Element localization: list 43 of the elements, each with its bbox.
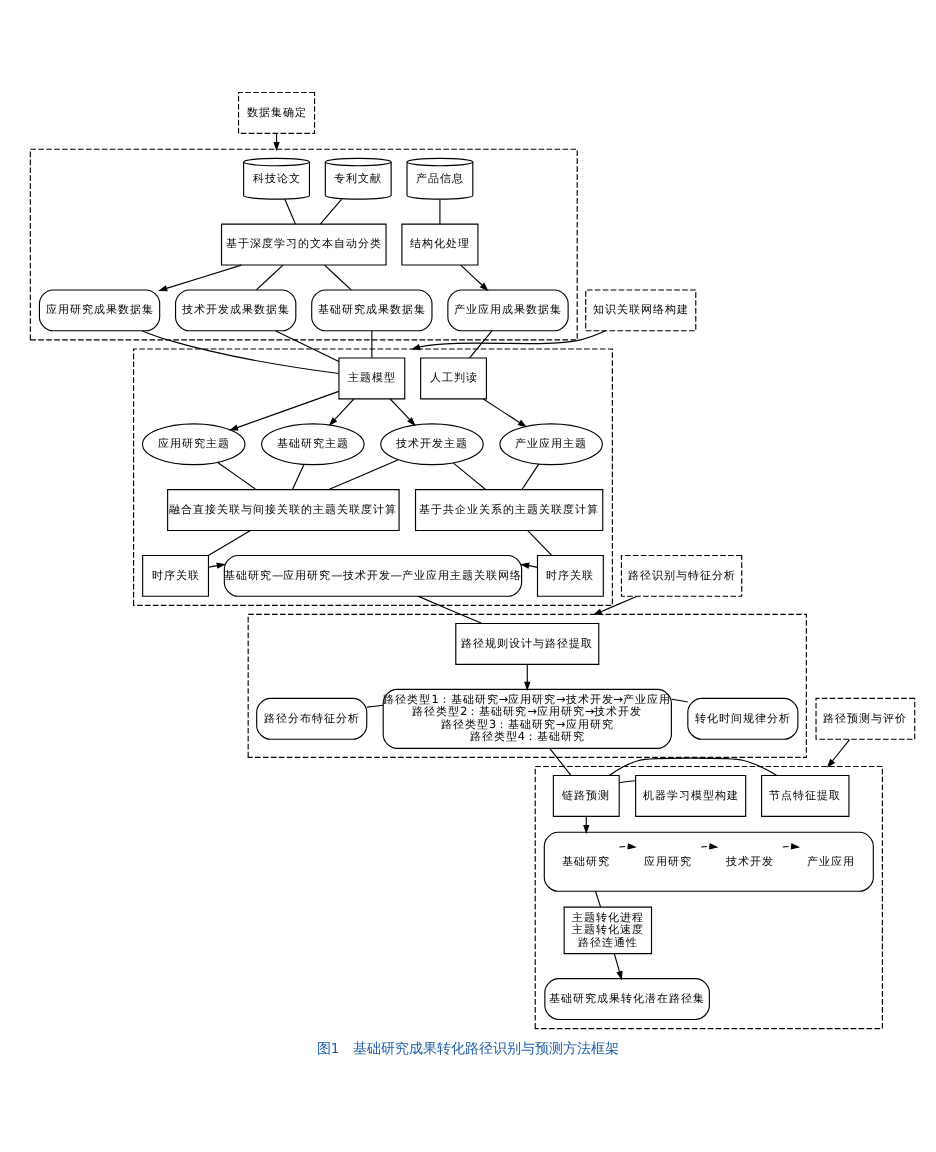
connector (521, 462, 540, 489)
connector (275, 329, 340, 361)
cluster (534, 764, 883, 1029)
connector (328, 458, 399, 490)
connector (141, 329, 340, 374)
connector (671, 697, 689, 702)
arrow (592, 594, 638, 615)
arrow (460, 263, 489, 291)
connector (549, 747, 572, 775)
arrow (826, 738, 851, 767)
arrow (389, 397, 416, 425)
arrow (782, 842, 801, 849)
arrow (229, 389, 340, 430)
connector (324, 263, 352, 290)
cluster (133, 347, 613, 605)
connector (284, 197, 297, 224)
connector (366, 703, 384, 707)
connector (439, 197, 441, 224)
connector (291, 462, 305, 489)
arrow (482, 397, 527, 427)
connector (609, 756, 778, 775)
connector (469, 329, 493, 358)
arrow (158, 263, 242, 291)
connector (452, 461, 487, 490)
cluster (247, 612, 807, 757)
connector (527, 529, 553, 555)
cluster (29, 147, 578, 340)
cluster (543, 830, 874, 891)
connector (594, 889, 602, 907)
connector (319, 197, 343, 224)
connector (255, 263, 284, 290)
arrow (328, 397, 355, 425)
arrow (700, 842, 719, 849)
connector (618, 779, 637, 783)
arrow (208, 561, 226, 568)
arrow (618, 842, 637, 849)
connector (217, 460, 257, 490)
arrow (613, 952, 623, 980)
connector (417, 594, 483, 623)
arrow (411, 329, 607, 350)
connector (371, 329, 373, 358)
connector (207, 529, 251, 555)
arrow (520, 561, 538, 568)
